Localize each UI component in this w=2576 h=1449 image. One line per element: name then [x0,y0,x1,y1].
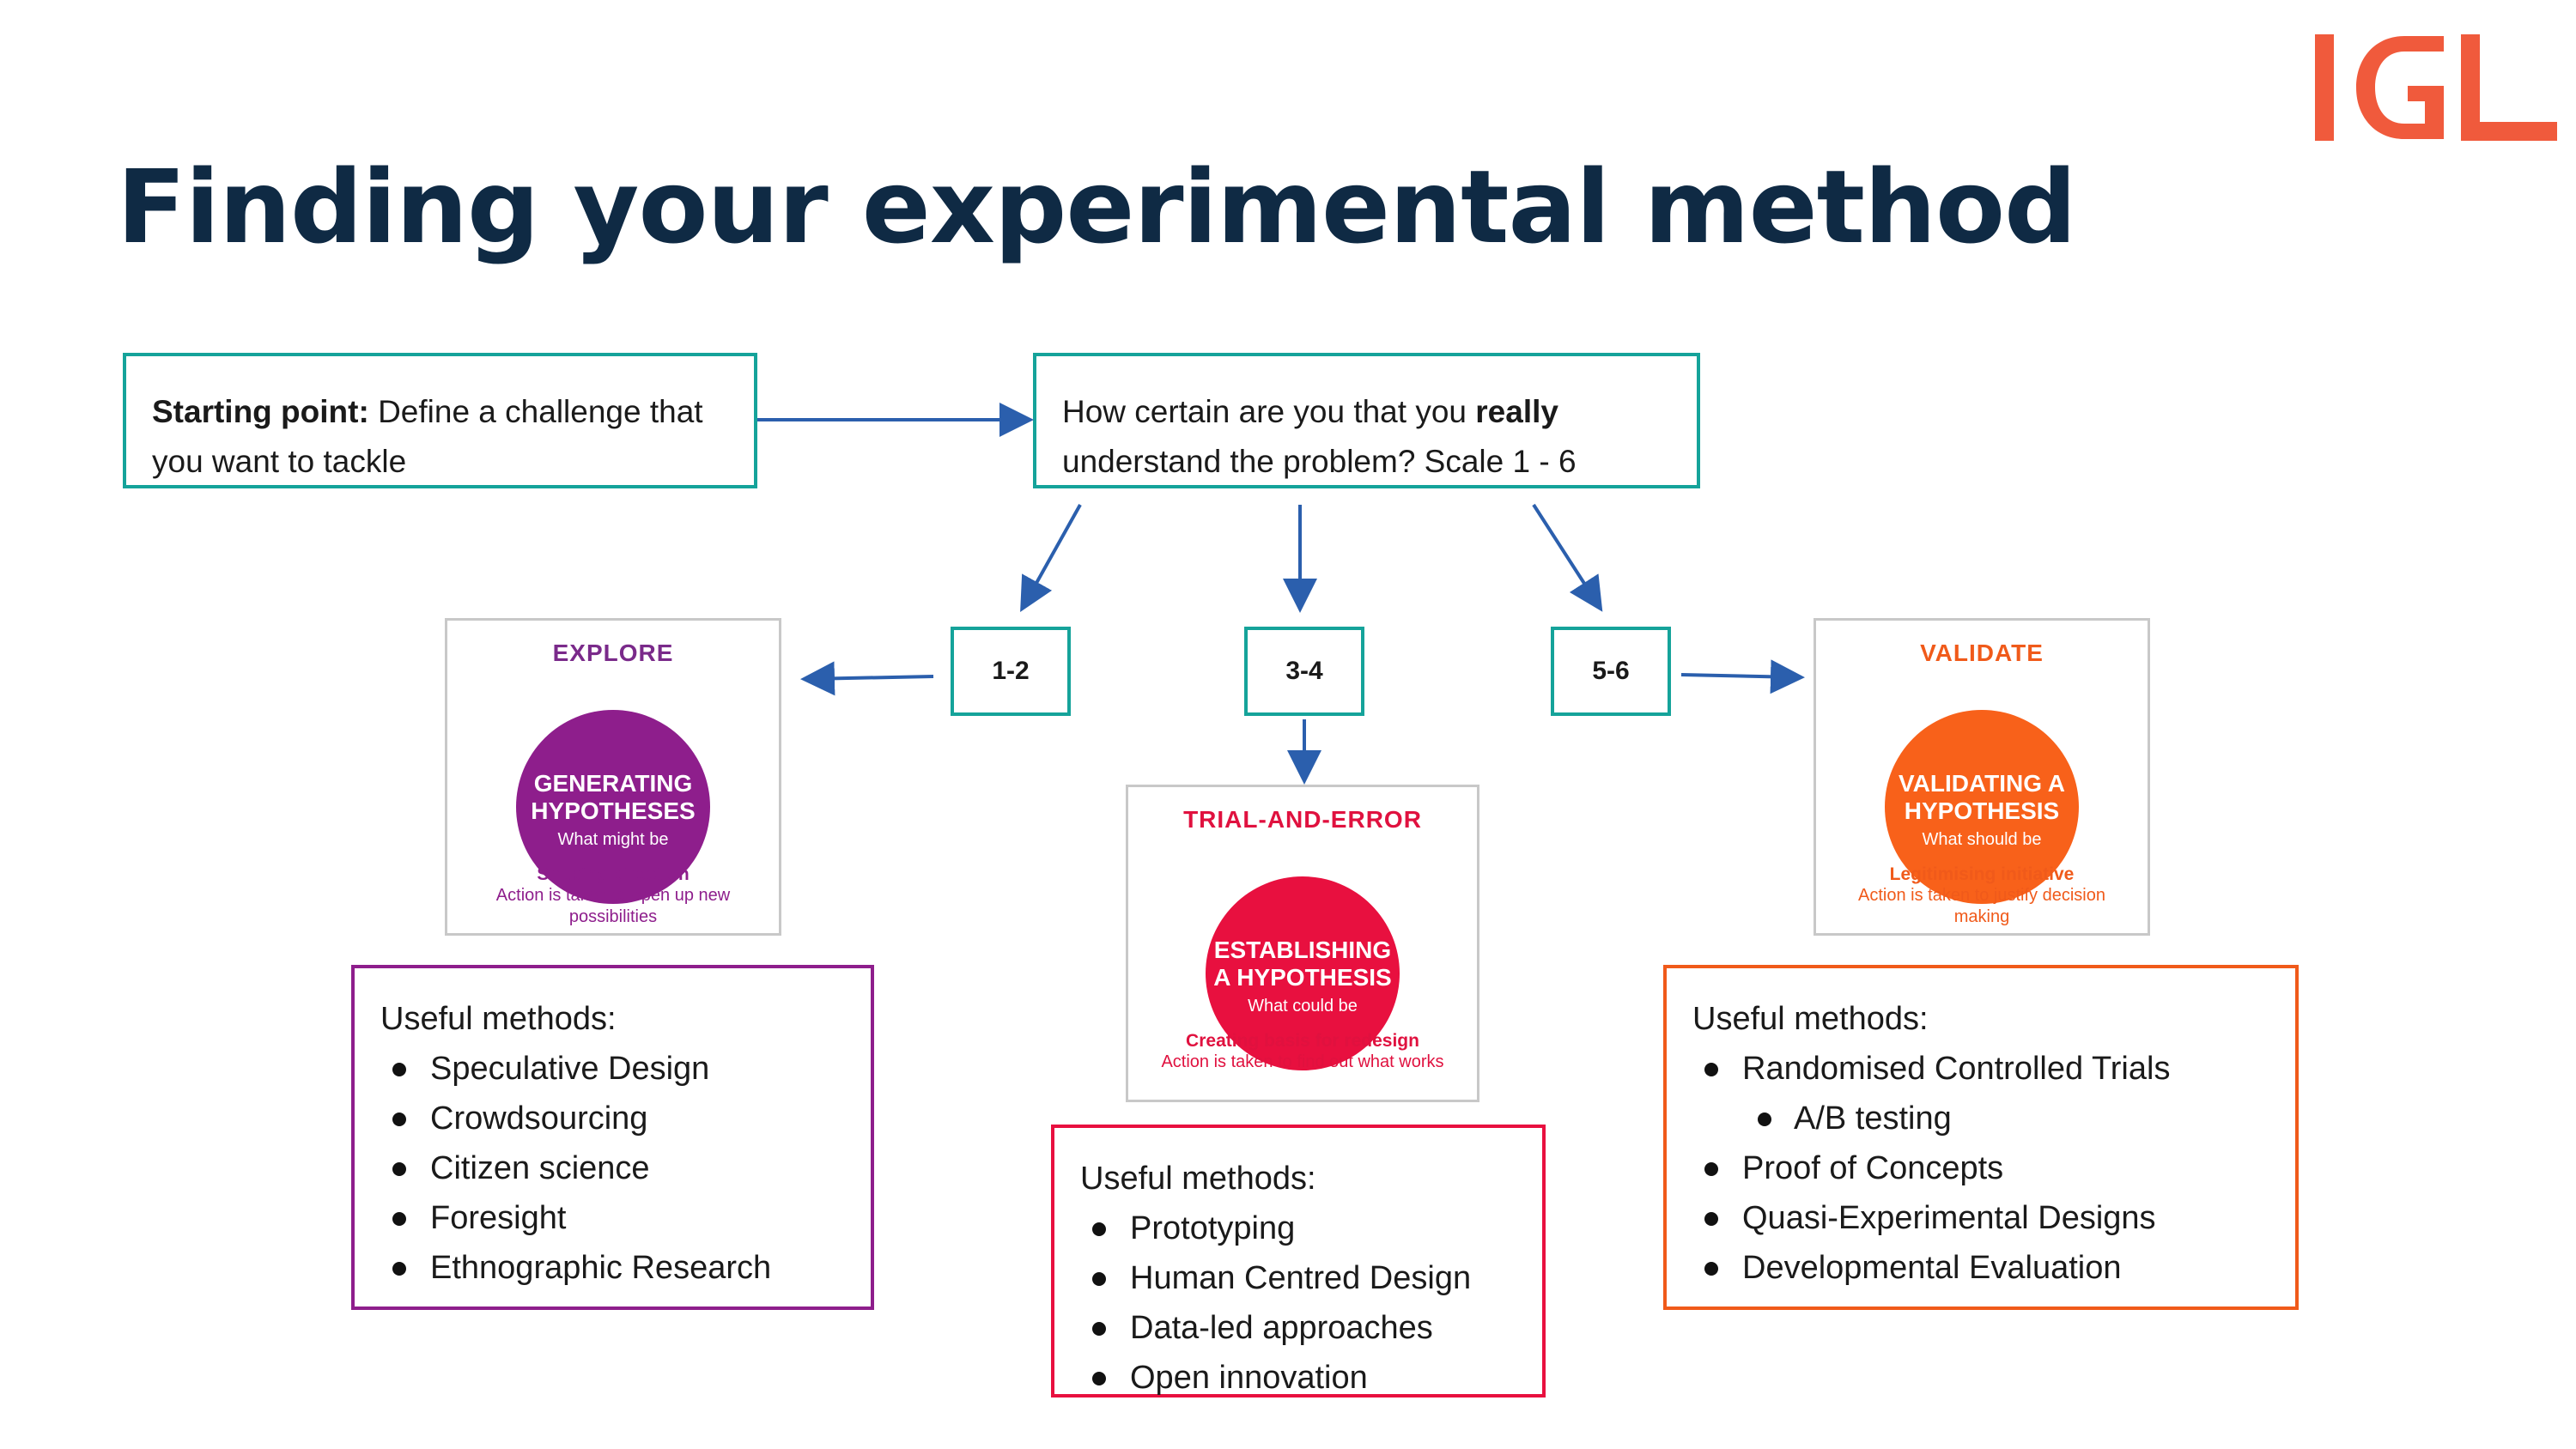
explore-methods-title: Useful methods: [380,1001,617,1037]
arrow-question-to-5-6 [1532,503,1603,612]
question-emphasis: really [1475,394,1558,429]
question-text-end: understand the problem? Scale 1 - 6 [1062,444,1577,479]
explore-caption: Shaping direction [537,864,690,884]
validate-card: VALIDATE VALIDATING A HYPOTHESIS What sh… [1814,618,2150,936]
explore-circle: GENERATING HYPOTHESES What might be [516,710,710,904]
list-item-sub: A/B testing [1692,1094,2269,1143]
trial-circle: ESTABLISHING A HYPOTHESIS What could be [1206,876,1400,1070]
validate-circle-title: VALIDATING A HYPOTHESIS [1899,770,2065,824]
validate-methods-list: Randomised Controlled Trials A/B testing… [1692,1044,2269,1293]
list-item: Crowdsourcing [380,1094,845,1143]
trial-circle-title: ESTABLISHING A HYPOTHESIS [1213,937,1392,991]
validate-circle-subtitle: What should be [1922,830,2042,849]
validate-methods-title: Useful methods: [1692,1001,1929,1037]
scale-box-5-6: 5-6 [1551,627,1671,716]
explore-description: Action is taken to open up new possibili… [495,886,731,926]
explore-methods-box: Useful methods: Speculative Design Crowd… [351,965,874,1310]
explore-card: EXPLORE GENERATING HYPOTHESES What might… [445,618,781,936]
igl-logo [2315,34,2557,141]
certainty-question-box: How certain are you that you really unde… [1033,353,1700,488]
validate-caption: Legitimising initiative [1889,864,2075,884]
list-item: Foresight [380,1193,845,1243]
validate-circle: VALIDATING A HYPOTHESIS What should be [1885,710,2079,904]
explore-circle-title: GENERATING HYPOTHESES [531,770,696,824]
scale-box-1-2: 1-2 [951,627,1071,716]
scale-box-3-4: 3-4 [1244,627,1364,716]
page-title: Finding your experimental method [117,148,2077,266]
trial-circle-subtitle: What could be [1248,997,1358,1016]
trial-heading: TRIAL-AND-ERROR [1183,806,1422,833]
validate-methods-box: Useful methods: Randomised Controlled Tr… [1663,965,2299,1310]
trial-description: Action is taken to find out what works [1161,1052,1444,1071]
list-item: Citizen science [380,1143,845,1193]
trial-methods-title: Useful methods: [1080,1161,1316,1197]
question-text-start: How certain are you that you [1062,394,1476,429]
validate-heading: VALIDATE [1920,640,2044,666]
list-item: Data-led approaches [1080,1303,1516,1353]
list-item: Human Centred Design [1080,1253,1516,1303]
starting-point-text: Define a challenge that you want to tack… [152,394,703,479]
validate-description: Action is taken to justify decision maki… [1858,886,2105,926]
starting-point-box: Starting point: Define a challenge that … [123,353,757,488]
list-item: Ethnographic Research [380,1243,845,1293]
list-item: Developmental Evaluation [1692,1243,2269,1293]
list-item: Proof of Concepts [1692,1143,2269,1193]
trial-caption: Creating basis for redesign [1186,1031,1419,1051]
starting-point-label: Starting point: [152,394,369,429]
trial-methods-box: Useful methods: Prototyping Human Centre… [1051,1125,1546,1397]
list-item: Open innovation [1080,1353,1516,1403]
trial-methods-list: Prototyping Human Centred Design Data-le… [1080,1203,1516,1403]
list-item: Prototyping [1080,1203,1516,1253]
arrow-1-2-to-explore [800,661,934,696]
explore-methods-list: Speculative Design Crowdsourcing Citizen… [380,1044,845,1293]
list-item: Randomised Controlled Trials [1692,1044,2269,1094]
explore-heading: EXPLORE [552,640,674,666]
list-item: Speculative Design [380,1044,845,1094]
list-item: Quasi-Experimental Designs [1692,1193,2269,1243]
arrow-question-to-1-2 [1020,504,1082,612]
explore-circle-subtitle: What might be [557,830,669,849]
arrow-5-6-to-validate [1680,659,1805,694]
trial-and-error-card: TRIAL-AND-ERROR ESTABLISHING A HYPOTHESI… [1126,785,1479,1102]
